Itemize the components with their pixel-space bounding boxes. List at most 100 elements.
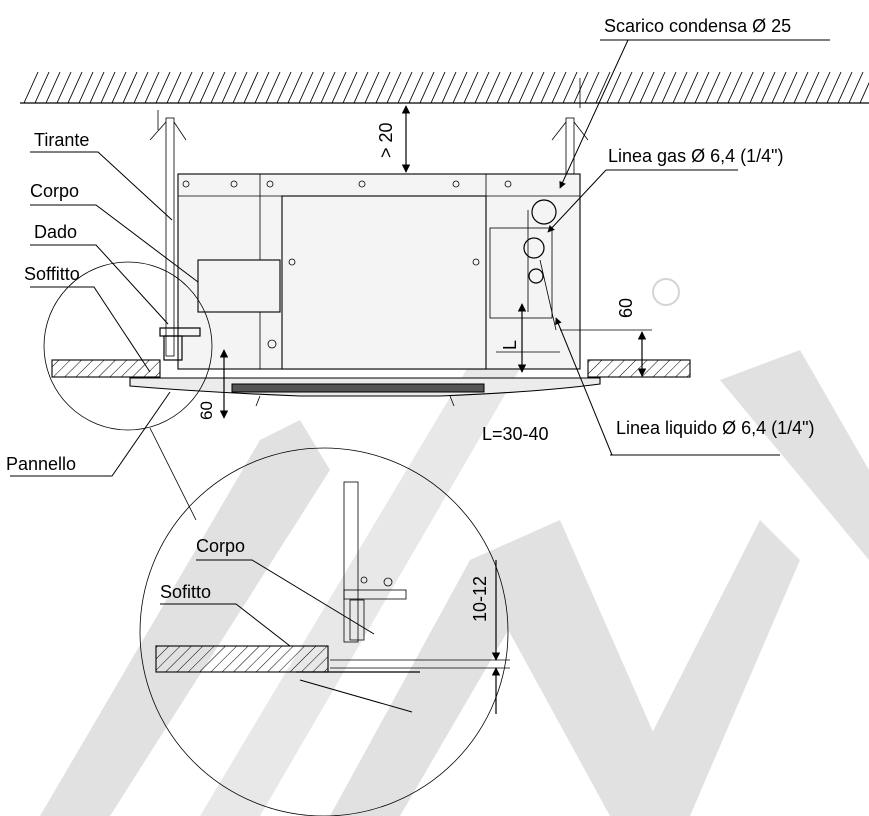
ceiling-hatch-line xyxy=(584,71,600,104)
ceiling-hatch-line xyxy=(254,71,270,104)
watermark-shape-a1 xyxy=(610,520,800,816)
watermark-shape-m2 xyxy=(470,520,690,816)
ceiling-hatch-line xyxy=(804,71,820,104)
ceiling-slab xyxy=(20,71,869,104)
ceiling-hatch-line xyxy=(595,71,611,104)
ceiling-hatch-line xyxy=(694,71,710,104)
watermark-shape-t xyxy=(40,420,330,816)
leader-lines xyxy=(10,39,830,477)
ceiling-hatch-line xyxy=(298,71,314,104)
nut xyxy=(159,327,201,361)
label-gas-line: Linea gas Ø 6,4 (1/4") xyxy=(608,146,784,166)
ceiling-hatch-line xyxy=(276,71,292,104)
label-panel: Pannello xyxy=(6,454,76,474)
dim-top-clearance xyxy=(196,102,411,173)
ceiling-hatch-line xyxy=(661,71,677,104)
dim-detail-gap-text: 10-12 xyxy=(470,576,490,622)
ceiling-hatch-line xyxy=(617,71,633,104)
label-nut: Dado xyxy=(34,222,77,242)
ceiling-hatch-line xyxy=(265,71,281,104)
ceiling-hatch-line xyxy=(441,71,457,104)
ceiling-hatch-line xyxy=(760,71,776,104)
label-drain: Scarico condensa Ø 25 xyxy=(604,16,791,36)
ceiling-hatch-line xyxy=(650,71,666,104)
ceiling-hatch-line xyxy=(738,71,754,104)
ceiling-hatch-line xyxy=(727,71,743,104)
zoom-circle-detail xyxy=(139,447,510,816)
ceiling-hatch-line xyxy=(859,81,869,104)
ceiling-hatch-line xyxy=(771,71,787,104)
ceiling-hatch-line xyxy=(628,71,644,104)
dim-right-60-text: 60 xyxy=(616,298,636,318)
ceiling-hatch-line xyxy=(144,71,160,104)
ceiling-hatch-line xyxy=(78,71,94,104)
ceiling-hatch-line xyxy=(518,71,534,104)
ceiling-hatch-line xyxy=(111,71,127,104)
ceiling-hatch-line xyxy=(122,71,138,104)
ceiling-hatch-line xyxy=(551,71,567,104)
ceiling-hatch-line xyxy=(452,71,468,104)
ceiling-hatch-line xyxy=(837,71,853,104)
ceiling-hatch-line xyxy=(155,71,171,104)
ceiling-hatch-line xyxy=(683,71,699,104)
ceiling-hatch-line xyxy=(562,71,578,104)
zoom-circle-small xyxy=(43,261,213,521)
ceiling-hatch-line xyxy=(672,71,688,104)
ceiling-hatch-line xyxy=(496,71,512,104)
ceiling-hatch-line xyxy=(309,71,325,104)
ceiling-hatch-line xyxy=(320,71,336,104)
ceiling-hatch-line xyxy=(166,71,182,104)
ceiling-hatch-line xyxy=(716,71,732,104)
ceiling-hatch-line xyxy=(89,71,105,104)
watermark xyxy=(40,278,869,816)
ceiling-hatch-line xyxy=(408,71,424,104)
ceiling-hatch-line xyxy=(606,71,622,104)
ceiling-hatch-line xyxy=(243,71,259,104)
ceiling-hatch-line xyxy=(210,71,226,104)
ceiling-hatch-line xyxy=(287,71,303,104)
ceiling-hatch-line xyxy=(232,71,248,104)
ceiling-hatch-line xyxy=(353,71,369,104)
ceiling-hatch-line xyxy=(507,71,523,104)
ceiling-hatch-line xyxy=(485,71,501,104)
watermark-registered-icon xyxy=(652,278,680,306)
dim-L-text: L xyxy=(500,340,520,350)
ceiling-hatch-line xyxy=(23,71,39,104)
ceiling-hatch-line xyxy=(826,71,842,104)
ceiling-hatch-line xyxy=(45,71,61,104)
ceiling-hatch-line xyxy=(375,71,391,104)
ceiling-hatch-line xyxy=(342,71,358,104)
ceiling-hatch-line xyxy=(430,71,446,104)
label-detail-ceiling: Sofitto xyxy=(160,582,211,602)
panel xyxy=(129,377,601,407)
ceiling-hatch-line xyxy=(463,71,479,104)
dim-L xyxy=(496,303,560,373)
ceiling-hatch-line xyxy=(133,71,149,104)
ceiling-hatch-line xyxy=(419,71,435,104)
watermark-shape-slash xyxy=(200,280,560,816)
ceiling-hatch-line xyxy=(848,71,864,104)
ceiling-hatch-line xyxy=(100,71,116,104)
ceiling-hatch-line xyxy=(386,71,402,104)
label-liquid-line: Linea liquido Ø 6,4 (1/4") xyxy=(616,418,815,438)
ceiling-hatch-line xyxy=(199,71,215,104)
ceiling-hatch-line xyxy=(331,71,347,104)
ceiling-hatch-line xyxy=(177,71,193,104)
ceiling-hatch-line xyxy=(364,71,380,104)
ceiling-hatch-line xyxy=(188,71,204,104)
unit-body xyxy=(177,173,581,370)
ceiling-hatch-line xyxy=(793,71,809,104)
ceiling-hatch-line xyxy=(749,71,765,104)
ceiling-hatch-line xyxy=(782,71,798,104)
ceiling-hatch-line xyxy=(474,71,490,104)
ceiling-hatch-line xyxy=(56,71,72,104)
ceiling-hatch-line xyxy=(67,71,83,104)
ceiling-hatch-line xyxy=(705,71,721,104)
label-ceiling: Soffitto xyxy=(24,264,80,284)
ceiling-hatch-line xyxy=(34,71,50,104)
ceiling-hatch-line xyxy=(221,71,237,104)
ceiling-hatch-line xyxy=(397,71,413,104)
ceiling-hatch-line xyxy=(815,71,831,104)
ceiling-hatch-line xyxy=(529,71,545,104)
dim-top-clearance-text: > 20 xyxy=(376,122,396,158)
